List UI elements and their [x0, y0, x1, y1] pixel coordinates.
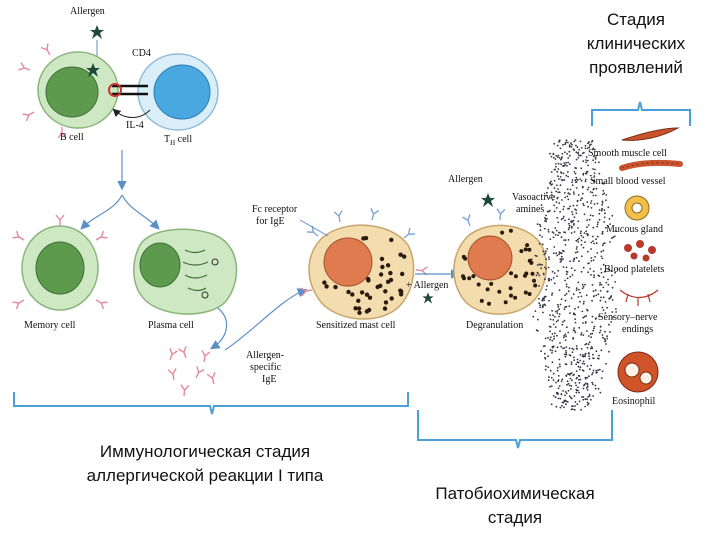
- plasma-cell: [133, 228, 238, 315]
- label-degranulation: Degranulation: [466, 320, 523, 331]
- sensitized-mast-cell: [299, 207, 429, 320]
- clinical-title-line1: Стадия: [607, 10, 665, 29]
- patho-title-line2: стадия: [487, 508, 543, 527]
- allergen-star-top: [90, 25, 104, 39]
- patho-stage-title: Патобиохимическая стадия: [400, 482, 630, 530]
- immuno-title-line2: аллергической реакции I типа: [86, 466, 324, 485]
- label-fc-receptor-1: Fc receptor: [252, 204, 298, 215]
- label-small-vessel: Small blood vessel: [590, 176, 666, 187]
- degranulating-mast-cell: [453, 207, 547, 315]
- cd4-connection: [108, 83, 148, 97]
- label-memory-cell: Memory cell: [24, 320, 76, 331]
- label-vasoactive-1: Vasoactive: [512, 192, 556, 203]
- label-sensory-2: endings: [622, 324, 653, 335]
- patho-brace: [417, 410, 613, 449]
- blood-platelets-icon: [624, 240, 656, 262]
- sensory-nerve-icon: [619, 289, 659, 306]
- label-il4: IL-4: [126, 120, 144, 131]
- fc-receptor-pointer: [299, 219, 329, 237]
- label-fc-receptor-2: for IgE: [256, 216, 285, 227]
- il4-arrow: [112, 108, 151, 118]
- clinical-title-line2: клинических: [586, 34, 686, 53]
- label-blood-platelets: Blood platelets: [604, 264, 664, 275]
- label-allergen-ige-2: specific: [250, 362, 282, 373]
- immuno-stage-title: Иммунологическая стадия аллергической ре…: [30, 440, 380, 488]
- arrow-to-plasma: [121, 194, 160, 230]
- memory-cell: [11, 214, 109, 311]
- label-b-cell: B cell: [60, 132, 84, 143]
- label-cd4: CD4: [132, 48, 151, 59]
- label-sensitized-mast-cell: Sensitized mast cell: [316, 320, 396, 331]
- label-eosinophil: Eosinophil: [612, 396, 656, 407]
- small-blood-vessel-icon: [619, 159, 683, 171]
- free-ige-antibodies: [165, 345, 219, 398]
- eosinophil-icon: [617, 351, 659, 393]
- mast-cell-granules: [322, 235, 407, 315]
- label-mucous-gland: Mucous gland: [606, 224, 663, 235]
- label-plasma-cell: Plasma cell: [148, 320, 194, 331]
- allergen-star-mid-small: [422, 292, 434, 304]
- degranulation-granules: [461, 228, 538, 306]
- clinical-stage-title: Стадия клинических проявлений: [566, 8, 706, 80]
- label-allergen-top: Allergen: [70, 6, 105, 17]
- label-allergen-ige-1: Allergen-: [246, 350, 284, 361]
- label-smooth-muscle: Smooth muscle cell: [588, 148, 667, 159]
- smooth-muscle-cell-icon: [621, 127, 680, 141]
- patho-title-line1: Патобиохимическая: [435, 484, 595, 503]
- label-th-cell: TH cell: [164, 134, 192, 147]
- label-allergen-mid: Allergen: [448, 174, 483, 185]
- immuno-title-line1: Иммунологическая стадия: [99, 442, 311, 461]
- clinical-brace: [591, 101, 691, 126]
- label-allergen-ige-3: IgE: [262, 374, 276, 385]
- arrow-to-memory: [80, 194, 123, 230]
- label-vasoactive-2: amines: [516, 204, 544, 215]
- label-sensory-1: Sensory–nerve: [598, 312, 658, 323]
- mucous-gland-icon: [624, 195, 650, 221]
- immuno-brace: [13, 392, 409, 415]
- mediator-cloud: [530, 139, 619, 411]
- allergen-star-mid: [481, 193, 495, 207]
- arrow-plasma-to-ige: [209, 307, 228, 350]
- th-cell: [137, 53, 219, 131]
- clinical-title-line3: проявлений: [589, 58, 683, 77]
- label-plus-allergen: + Allergen: [406, 280, 448, 291]
- b-cell: [17, 42, 119, 139]
- arrow-ige-to-mast: [224, 288, 308, 351]
